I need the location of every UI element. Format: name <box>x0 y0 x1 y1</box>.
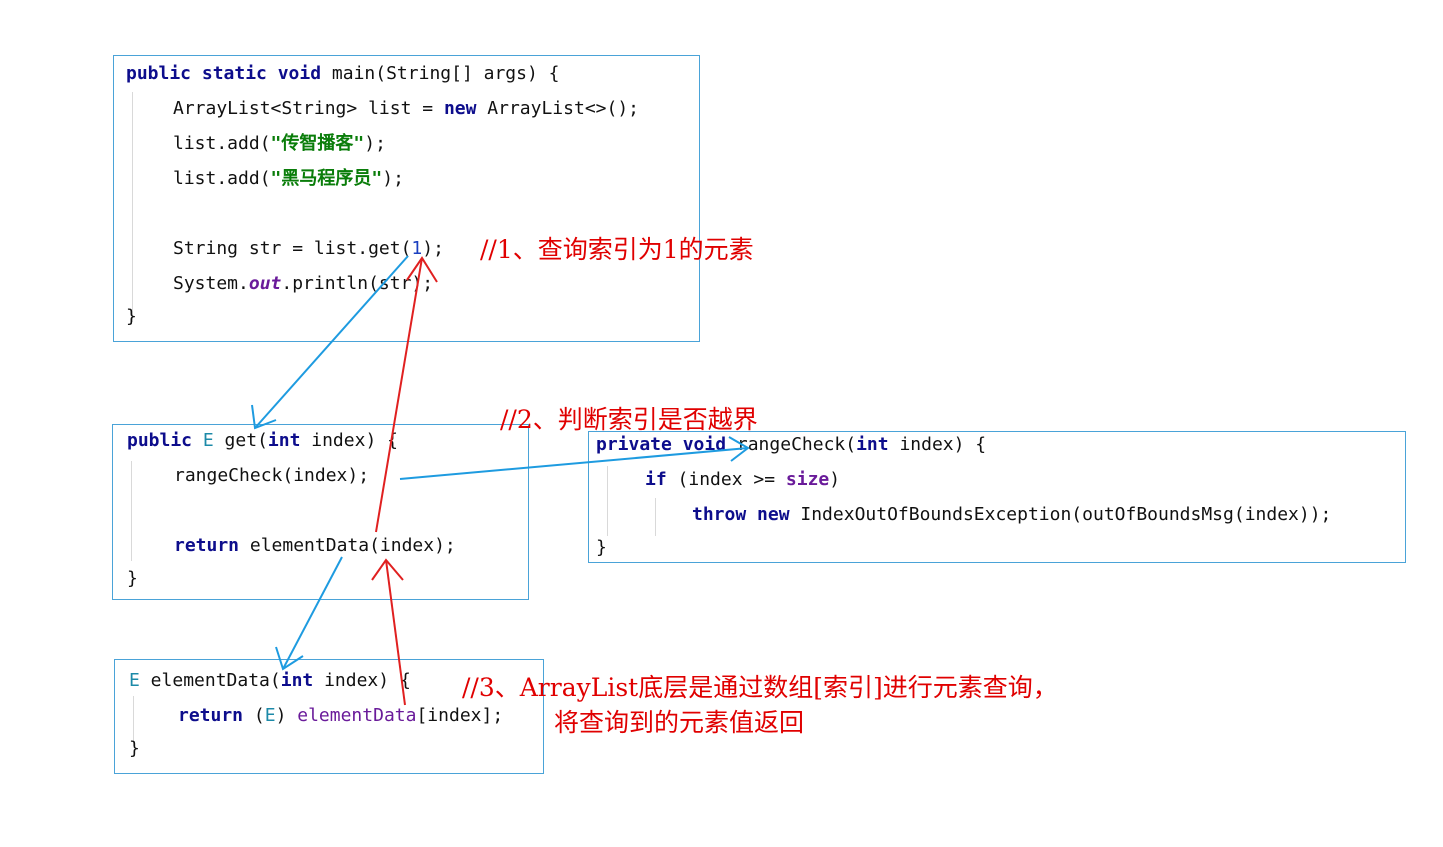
get-close-brace: } <box>127 568 138 589</box>
elementdata-close-brace: } <box>129 738 140 759</box>
main-method-code: public static void main(String[] args) {… <box>114 56 639 371</box>
elementdata-method-code: E elementData(int index) { return (E) el… <box>115 660 503 835</box>
elementdata-line-return: return (E) elementData[index]; <box>178 705 504 726</box>
main-line-get: String str = list.get(1); <box>173 238 444 259</box>
main-method-box: public static void main(String[] args) {… <box>113 55 700 342</box>
rangecheck-close-brace: } <box>596 537 607 558</box>
note-step2: //2、判断索引是否越界 <box>500 405 758 434</box>
main-line-add2: list.add("黑马程序员"); <box>173 168 404 189</box>
get-signature: public E get(int index) { <box>127 430 398 451</box>
main-close-brace: } <box>126 306 137 327</box>
main-line-arraylist: ArrayList<String> list = new ArrayList<>… <box>173 98 640 119</box>
indent-guide <box>132 92 133 322</box>
elementdata-method-box: E elementData(int index) { return (E) el… <box>114 659 544 774</box>
indent-guide <box>655 498 656 536</box>
rangecheck-line-throw: throw new IndexOutOfBoundsException(outO… <box>692 504 1332 525</box>
rangecheck-line-if: if (index >= size) <box>645 469 841 490</box>
note-step3-line1: //3、ArrayList底层是通过数组[索引]进行元素查询， <box>462 673 1058 702</box>
main-signature: public static void main(String[] args) { <box>126 63 560 84</box>
get-line-return: return elementData(index); <box>174 535 456 556</box>
indent-guide <box>607 466 608 536</box>
note-step1: //1、查询索引为1的元素 <box>480 235 754 264</box>
indent-guide <box>133 696 134 746</box>
get-method-code: public E get(int index) { rangeCheck(ind… <box>113 425 456 635</box>
rangecheck-method-code: private void rangeCheck(int index) { if … <box>589 432 1331 642</box>
get-line-rangecheck: rangeCheck(index); <box>174 465 370 486</box>
get-method-box: public E get(int index) { rangeCheck(ind… <box>112 424 529 600</box>
elementdata-signature: E elementData(int index) { <box>129 670 411 691</box>
indent-guide <box>131 461 132 561</box>
main-line-add1: list.add("传智播客"); <box>173 133 386 154</box>
note-step3-line2: 将查询到的元素值返回 <box>554 708 805 737</box>
rangecheck-method-box: private void rangeCheck(int index) { if … <box>588 431 1406 563</box>
main-line-println: System.out.println(str); <box>173 273 434 294</box>
